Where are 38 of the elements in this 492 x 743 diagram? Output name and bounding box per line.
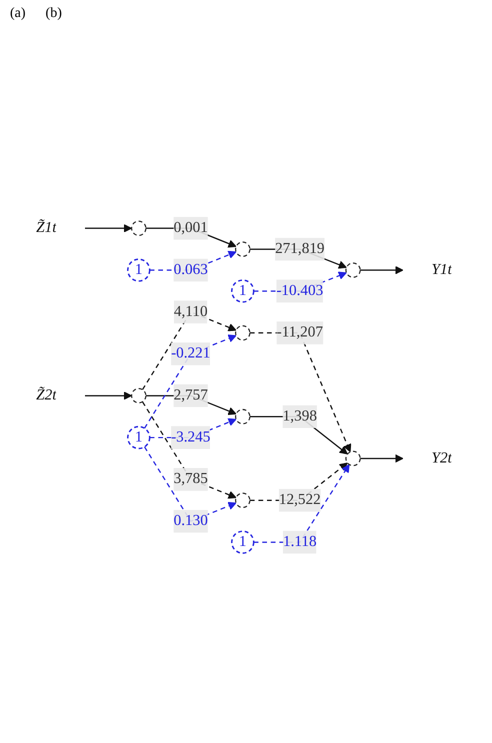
- edge-label: -0.221: [171, 345, 210, 362]
- node-text: Z̃1t: [36, 220, 56, 236]
- edge-label: 271,819: [275, 240, 325, 257]
- node-circle: [235, 241, 250, 257]
- edge-label: 3,785: [174, 470, 208, 487]
- node-circle: [235, 492, 250, 508]
- edge-label: 12,522: [278, 492, 321, 508]
- node-text: Z̃2t: [36, 387, 56, 404]
- node-circle: [235, 325, 250, 341]
- edge-label: -10.403: [276, 282, 324, 299]
- node-circle: [345, 450, 361, 466]
- arrow: [254, 464, 350, 543]
- edge-label: 4,110: [174, 303, 208, 320]
- arrow: [85, 224, 132, 232]
- edge-label: 0,001: [174, 220, 208, 236]
- node-circle: 1: [127, 426, 150, 450]
- node-circle: [235, 408, 250, 424]
- node-circle: [345, 262, 361, 278]
- node-circle: [131, 388, 146, 404]
- node-circle: 1: [231, 530, 254, 554]
- edge-label: 1.118: [282, 534, 317, 550]
- panel-label: (a): [10, 6, 26, 22]
- arrow: [250, 332, 352, 452]
- arrow: [360, 454, 404, 463]
- arrow: [85, 391, 132, 400]
- edge-label: -11,207: [276, 324, 323, 340]
- node-text: Y2t: [432, 450, 452, 466]
- edge-label: -3.245: [171, 428, 210, 446]
- node-text: Y1t: [432, 261, 452, 278]
- edge-label: 2,757: [174, 387, 208, 404]
- edge-label: 0.063: [174, 261, 208, 278]
- arrow: [360, 266, 404, 274]
- edge-label: 0.130: [174, 512, 208, 529]
- node-circle: 1: [231, 279, 254, 303]
- edge-label: 1,398: [282, 408, 317, 424]
- node-circle: 1: [127, 258, 150, 282]
- node-circle: [131, 220, 146, 236]
- panel-label: (b): [46, 6, 62, 22]
